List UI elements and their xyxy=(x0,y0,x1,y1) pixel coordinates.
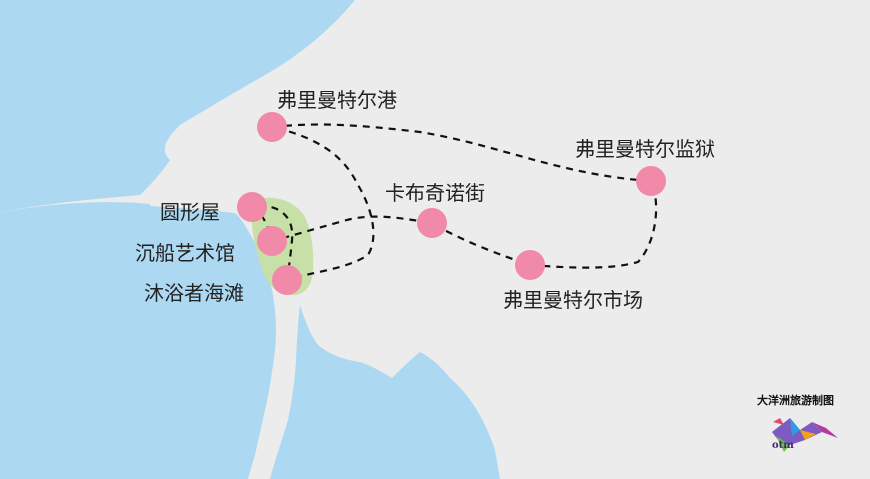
poi-marker-fremantle-port[interactable] xyxy=(257,112,287,142)
breakwater xyxy=(150,196,235,213)
label-fremantle-port[interactable]: 弗里曼特尔港 xyxy=(277,88,397,112)
label-fremantle-market[interactable]: 弗里曼特尔市场 xyxy=(503,288,643,312)
poi-marker-bathers-beach[interactable] xyxy=(272,265,302,295)
label-bathers-beach[interactable]: 沐浴者海滩 xyxy=(144,281,244,305)
label-fremantle-prison[interactable]: 弗里曼特尔监狱 xyxy=(575,137,715,161)
label-round-house[interactable]: 圆形屋 xyxy=(160,200,220,224)
logo-text: otm xyxy=(772,440,794,451)
poi-marker-fremantle-prison[interactable] xyxy=(636,166,666,196)
label-shipwreck-galleries[interactable]: 沉船艺术馆 xyxy=(135,241,235,265)
poi-marker-cappuccino-strip[interactable] xyxy=(417,208,447,238)
poi-marker-fremantle-market[interactable] xyxy=(515,250,545,280)
poi-marker-shipwreck-galleries[interactable] xyxy=(257,226,287,256)
route-line xyxy=(248,123,658,282)
harbour-basin xyxy=(270,305,500,479)
ocean-area[interactable] xyxy=(0,202,276,479)
water-area xyxy=(0,0,355,212)
otm-logo-icon xyxy=(772,418,838,452)
map-credit: 大洋洲旅游制图 xyxy=(757,394,834,407)
label-cappuccino-strip[interactable]: 卡布奇诺街 xyxy=(385,181,485,205)
poi-marker-round-house[interactable] xyxy=(237,192,267,222)
